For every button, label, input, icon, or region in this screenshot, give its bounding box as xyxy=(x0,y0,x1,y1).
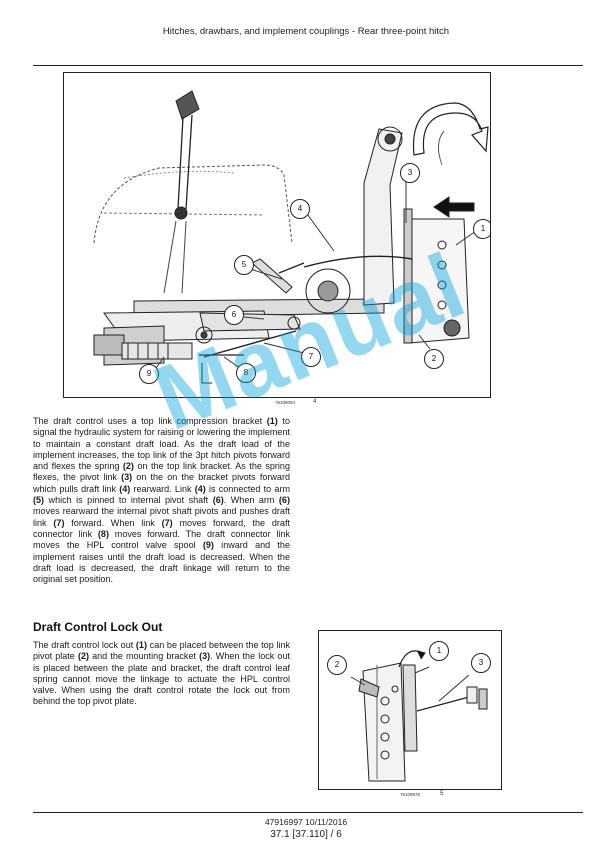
text-run: is connected to arm xyxy=(205,483,290,494)
callout-4: 4 xyxy=(290,199,310,219)
footer-doc-number: 47916997 10/11/2016 xyxy=(264,817,348,827)
text-run: moves rearward the internal pivot shaft … xyxy=(33,506,290,528)
reference-number: (4) xyxy=(194,483,206,494)
text-run: The draft control uses a top link compre… xyxy=(33,416,267,426)
callout-8: 8 xyxy=(236,363,256,383)
page-header-title: Hitches, drawbars, and implement couplin… xyxy=(162,26,450,37)
draft-lockout-illustration xyxy=(350,650,488,782)
reference-number: (4) xyxy=(119,483,131,494)
text-run: forward. When link xyxy=(64,517,162,528)
header-rule xyxy=(33,65,583,66)
footer-page-number: 37.1 [37.110] / 6 xyxy=(270,829,342,840)
reference-number: (6) xyxy=(278,495,290,506)
draft-control-description: The draft control uses a top link compre… xyxy=(33,416,290,585)
callout-7: 7 xyxy=(301,347,321,367)
callout-1: 1 xyxy=(473,219,490,239)
text-run: moves forward, the draft connector link xyxy=(33,517,290,539)
reference-number: (9) xyxy=(202,540,214,551)
reference-number: (7) xyxy=(161,517,173,528)
draft-linkage-illustration xyxy=(93,90,489,384)
lockout-callout-2: 2 xyxy=(327,655,347,675)
text-run: rearward. Link xyxy=(130,483,195,494)
text-run: to signal the hydraulic system for raisi… xyxy=(33,416,291,472)
figure1-number: 4 xyxy=(313,399,317,405)
lockout-callout-1: 1 xyxy=(429,641,449,661)
reference-number: (2) xyxy=(77,651,90,662)
text-run: . When arm xyxy=(223,495,279,506)
reference-number: (5) xyxy=(33,495,45,506)
figure2-id: 76109978 xyxy=(400,792,421,797)
reference-number: (1) xyxy=(266,416,278,426)
lockout-description: The draft control lock out (1) can be pl… xyxy=(33,640,290,708)
text-run: and the mounting bracket xyxy=(89,651,200,662)
text-run: . When the lock out is placed between th… xyxy=(33,651,290,707)
text-run: which is pinned to internal pivot shaft xyxy=(44,495,213,506)
callout-2: 2 xyxy=(424,349,444,369)
callout-3: 3 xyxy=(400,163,420,183)
section-title: Draft Control Lock Out xyxy=(33,620,163,634)
reference-number: (7) xyxy=(53,517,65,528)
reference-number: (2) xyxy=(122,461,134,472)
reference-number: (1) xyxy=(135,640,147,650)
text-run: on the on the bracket pivots forward whi… xyxy=(33,472,290,494)
figure2-number: 5 xyxy=(440,791,444,797)
callout-5: 5 xyxy=(234,255,254,275)
text-run: on the top link bracket. As the spring f… xyxy=(33,461,290,483)
callout-9: 9 xyxy=(139,364,159,384)
figure-draft-lockout: 2 1 3 xyxy=(318,630,502,790)
footer-rule xyxy=(33,812,583,813)
lockout-callout-3: 3 xyxy=(471,653,491,673)
reference-number: (6) xyxy=(212,495,224,506)
reference-number: (3) xyxy=(199,651,211,662)
reference-number: (3) xyxy=(121,472,133,483)
text-run: moves forward. The draft connector link … xyxy=(33,528,290,551)
figure-draft-control-linkage: 3 1 4 5 6 7 8 9 2 xyxy=(63,72,491,398)
callout-6: 6 xyxy=(224,305,244,325)
reference-number: (8) xyxy=(97,528,109,539)
figure1-id: 76109094 xyxy=(275,400,296,405)
text-run: The draft control lock out xyxy=(33,640,136,650)
text-run: inward and the implement raises until th… xyxy=(33,540,290,585)
text-run: can be placed between the top link pivot… xyxy=(33,640,290,662)
